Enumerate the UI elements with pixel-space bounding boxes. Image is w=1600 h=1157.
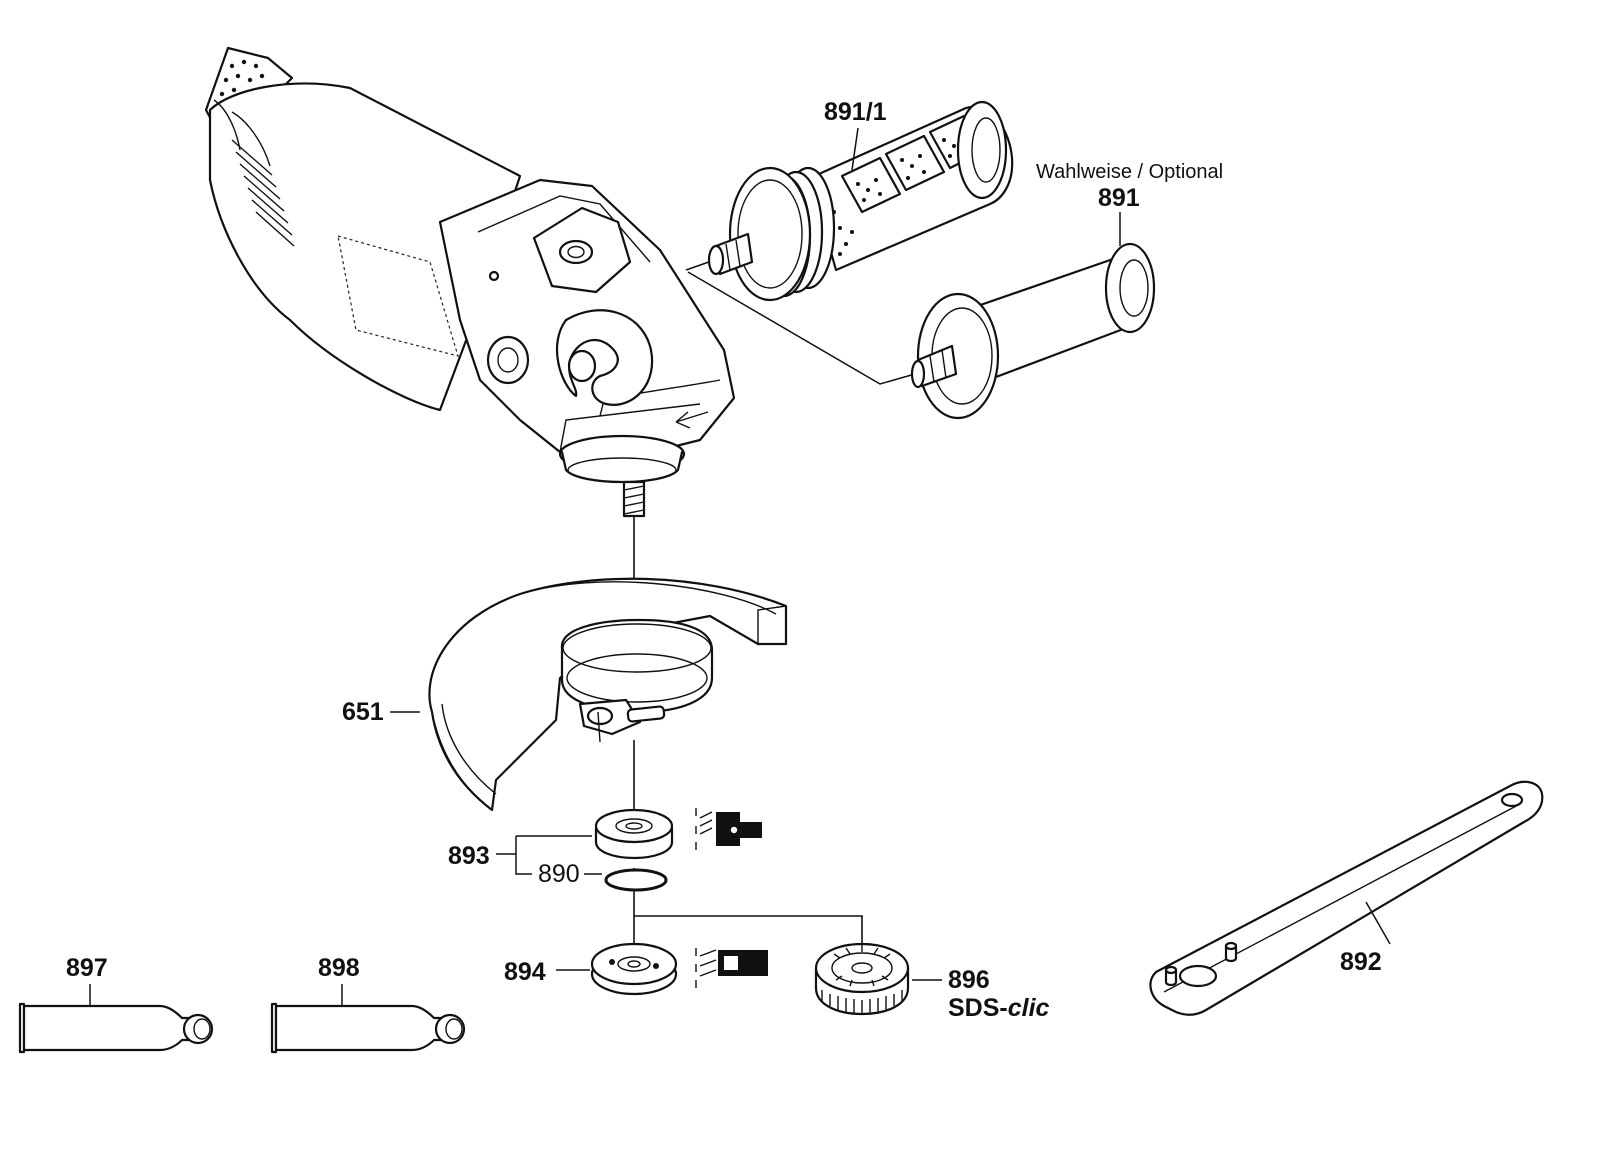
auxiliary-handle-vibration — [707, 100, 1014, 302]
label-896: 896 — [948, 966, 990, 994]
two-pin-spanner — [1149, 780, 1544, 1016]
tube-grease-2 — [270, 1002, 466, 1054]
tube-grease-1 — [18, 1002, 214, 1054]
label-893: 893 — [448, 842, 490, 870]
branch-line — [634, 915, 863, 946]
nut-section-symbol — [695, 948, 768, 988]
label-897: 897 — [66, 954, 108, 982]
label-891-1: 891/1 — [824, 98, 887, 126]
quick-clamping-nut — [814, 942, 910, 1016]
label-890: 890 — [538, 860, 580, 888]
optional-note: Wahlweise / Optional — [1036, 161, 1223, 183]
label-891: 891 — [1098, 184, 1140, 212]
auxiliary-handle-optional — [910, 242, 1156, 420]
leader-893 — [496, 835, 592, 875]
protective-guard — [428, 577, 788, 812]
flange-section-symbol — [695, 808, 762, 850]
clamping-nut — [590, 942, 678, 996]
o-ring — [604, 868, 668, 892]
mounting-flange — [594, 808, 674, 860]
leader-891-1 — [851, 127, 859, 171]
sds-prefix: SDS- — [948, 994, 1008, 1022]
label-651: 651 — [342, 698, 384, 726]
angle-grinder-body — [204, 46, 736, 518]
leader-892 — [1365, 901, 1391, 945]
sds-suffix: clic — [1008, 994, 1050, 1022]
label-894: 894 — [504, 958, 546, 986]
label-898: 898 — [318, 954, 360, 982]
label-sds-clic: SDS-clic — [948, 994, 1050, 1022]
label-892: 892 — [1340, 948, 1382, 976]
